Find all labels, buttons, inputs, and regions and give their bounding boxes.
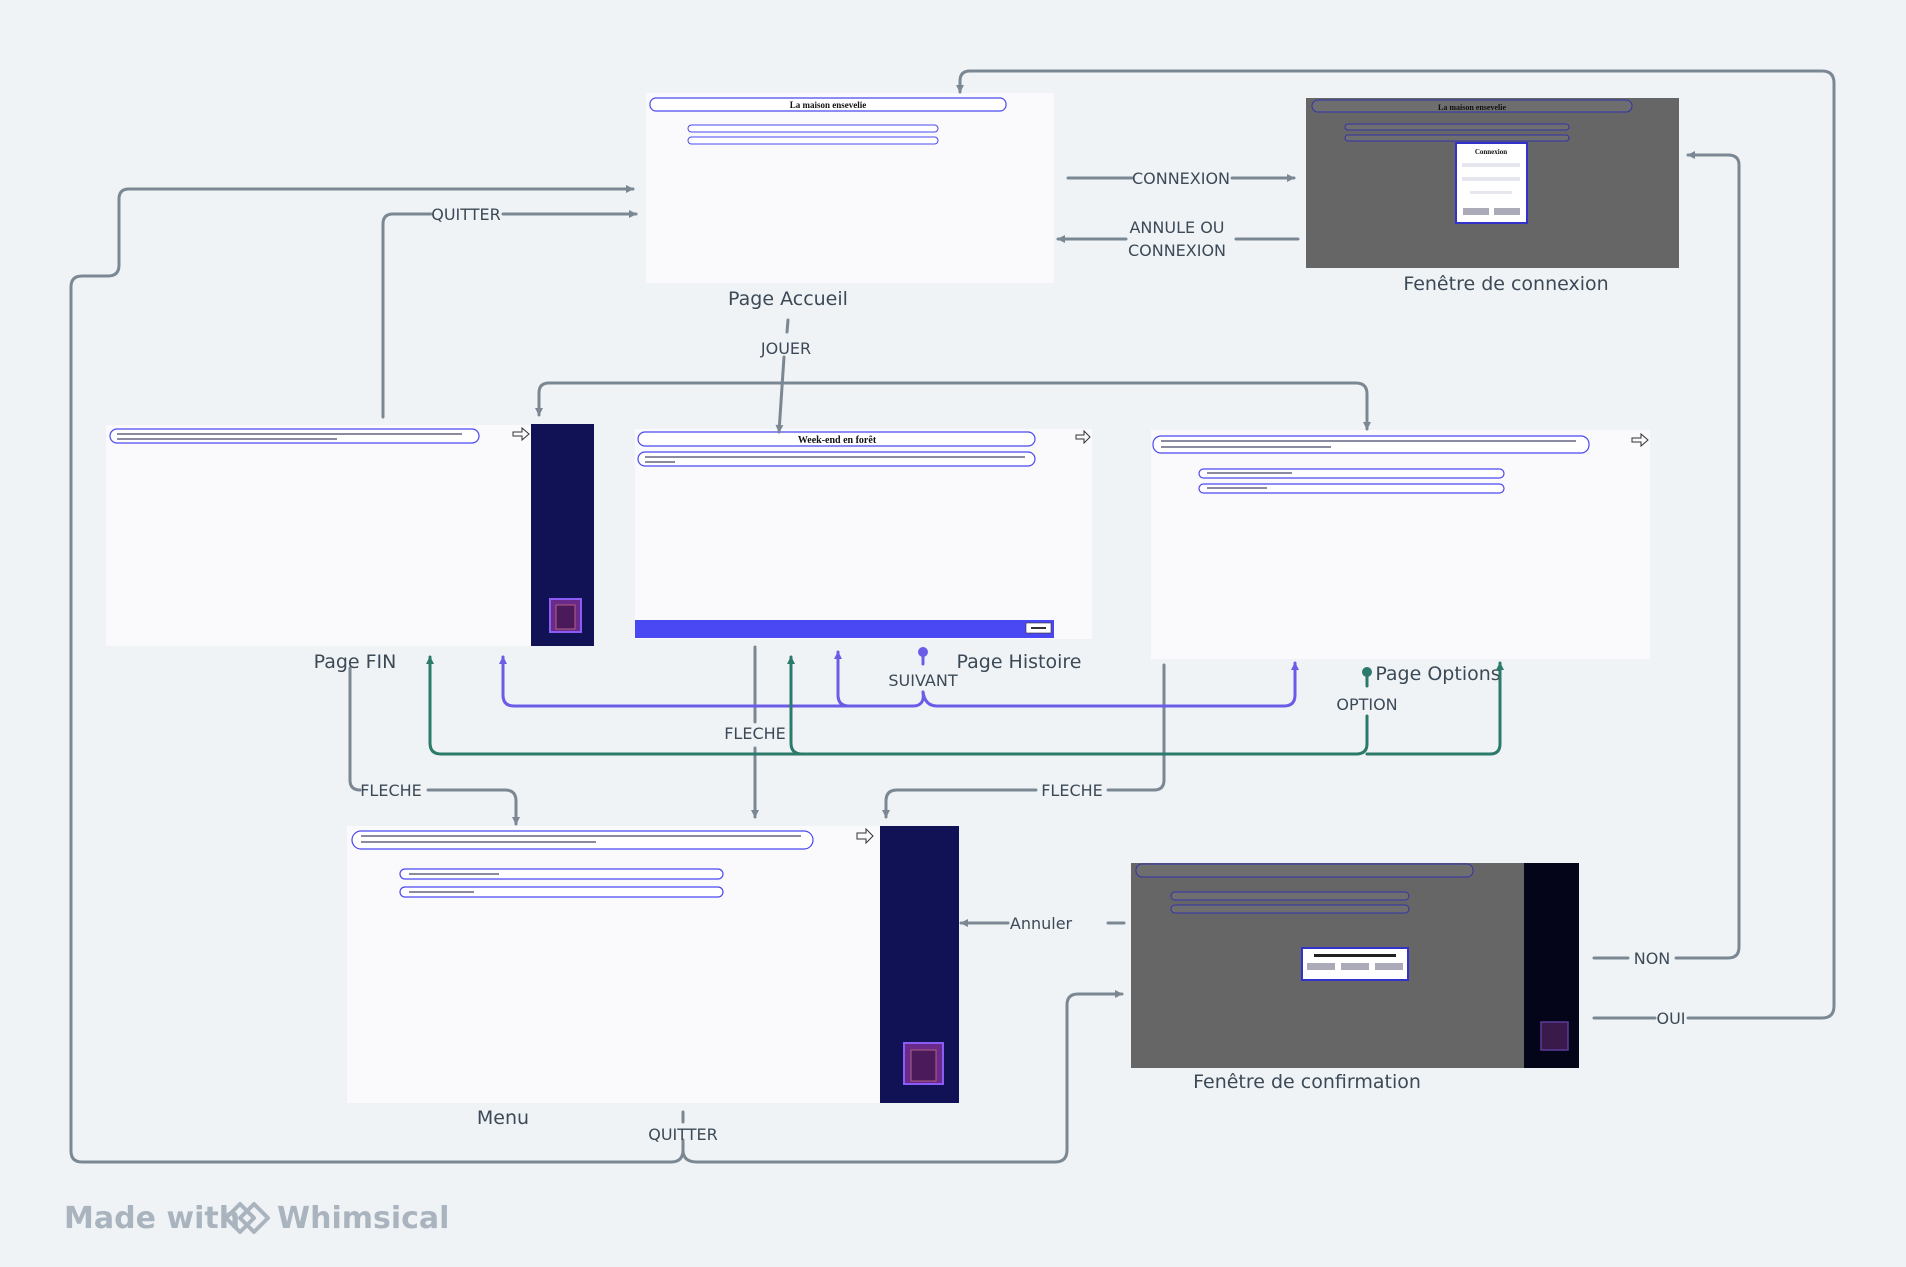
edge-fleche-fin: [348, 666, 516, 824]
label-connexion: CONNEXION: [1132, 169, 1230, 188]
screen-page-histoire[interactable]: Week-end en forêt: [635, 429, 1092, 639]
label-annule-ou: ANNULE OU: [1129, 218, 1224, 237]
screen-fenetre-confirmation[interactable]: [1131, 863, 1579, 1068]
screen-page-options[interactable]: [1151, 430, 1650, 659]
screen-menu[interactable]: [347, 826, 959, 1103]
confirmation-dialog[interactable]: [1301, 947, 1409, 981]
label-oui: OUI: [1656, 1009, 1685, 1028]
label-quitter-menu: QUITTER: [648, 1125, 718, 1144]
suivant-button[interactable]: [1025, 622, 1052, 634]
edge-jouer-right: [782, 381, 1371, 431]
next-arrow-icon[interactable]: [512, 426, 530, 442]
edge-oui: [960, 69, 1836, 1020]
edge-jouer-left: [535, 381, 786, 417]
door-icon: [1540, 1021, 1569, 1051]
screen-fenetre-connexion[interactable]: La maison ensevelie Connexion: [1306, 98, 1679, 268]
label-fleche-options: FLECHE: [1041, 781, 1103, 800]
connexion-dialog-title: Connexion: [1475, 148, 1507, 156]
caption-page-accueil: Page Accueil: [728, 288, 848, 310]
watermark-prefix: Made with: [64, 1201, 240, 1236]
label-fleche-histoire: FLECHE: [724, 724, 786, 743]
watermark-brand: Whimsical: [277, 1201, 449, 1236]
door-icon: [549, 598, 582, 633]
edge-fleche-options: [886, 663, 1166, 817]
edge-jouer: [779, 318, 790, 432]
next-arrow-icon[interactable]: [856, 827, 874, 845]
histoire-header: Week-end en forêt: [798, 435, 877, 446]
label-annule-connexion: CONNEXION: [1128, 241, 1226, 260]
caption-page-options: Page Options: [1375, 663, 1500, 685]
caption-fenetre-confirmation: Fenêtre de confirmation: [1193, 1071, 1421, 1093]
edge-quitter-menu-left: [69, 185, 685, 1164]
label-annuler: Annuler: [1010, 914, 1073, 933]
next-arrow-icon[interactable]: [1631, 432, 1649, 448]
label-jouer: JOUER: [760, 339, 811, 358]
edge-quitter-fin: [381, 214, 636, 419]
screen-page-fin[interactable]: [106, 424, 594, 646]
label-option: OPTION: [1336, 695, 1397, 714]
label-quitter-fin: QUITTER: [431, 205, 501, 224]
connexion-header: La maison ensevelie: [1438, 103, 1506, 112]
label-non: NON: [1634, 949, 1671, 968]
whimsical-watermark[interactable]: Made with Whimsical: [64, 1201, 449, 1236]
label-suivant: SUIVANT: [888, 671, 957, 690]
label-fleche-fin: FLECHE: [360, 781, 422, 800]
caption-page-fin: Page FIN: [314, 651, 397, 673]
whimsical-logo-icon: [224, 1202, 270, 1234]
caption-page-histoire: Page Histoire: [957, 651, 1082, 673]
screen-page-accueil[interactable]: La maison ensevelie: [646, 93, 1054, 283]
caption-menu: Menu: [477, 1107, 529, 1129]
edge-non: [1592, 155, 1741, 960]
door-icon: [903, 1042, 944, 1085]
caption-fenetre-connexion: Fenêtre de connexion: [1403, 273, 1608, 295]
connexion-dialog[interactable]: Connexion: [1455, 142, 1528, 224]
edge-quitter-menu-right: [681, 990, 1124, 1164]
accueil-header: La maison ensevelie: [790, 100, 867, 110]
next-arrow-icon[interactable]: [1075, 429, 1091, 445]
